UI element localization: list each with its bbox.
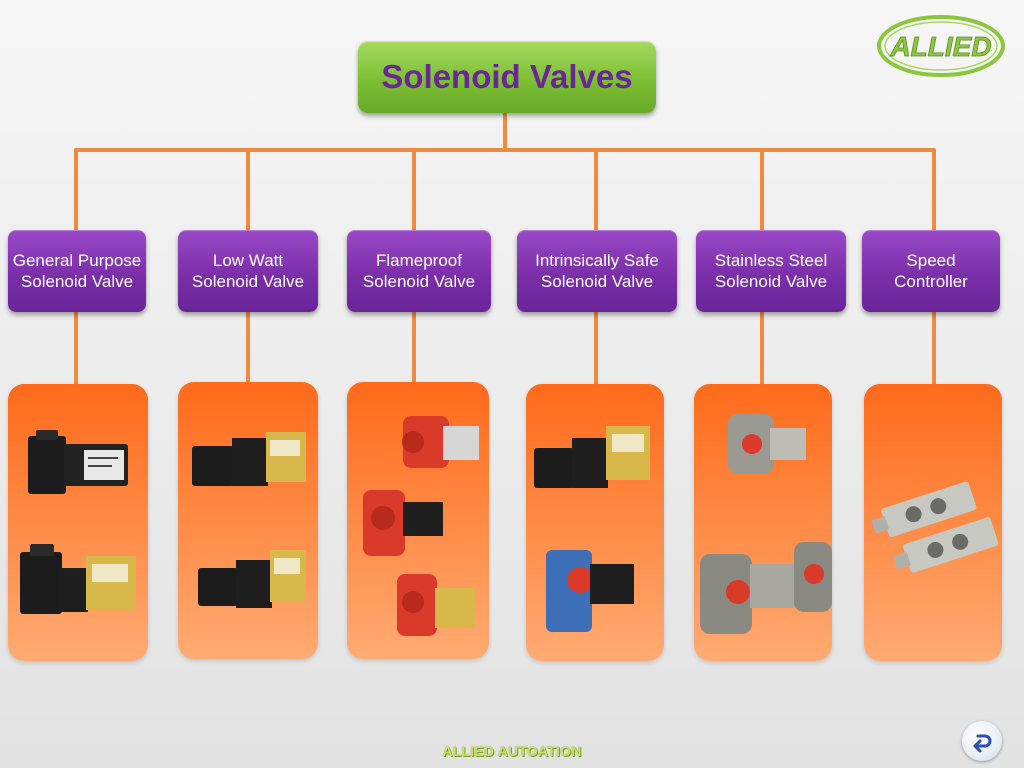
red-flameproof-valve-icon bbox=[402, 416, 479, 468]
footer-brand-text: ALLIED AUTOATION bbox=[442, 743, 582, 759]
category-stainless-steel[interactable]: Stainless Steel Solenoid Valve bbox=[696, 230, 846, 312]
black-yellow-valve-icon bbox=[198, 550, 306, 608]
category-label: General Purpose Solenoid Valve bbox=[12, 251, 142, 291]
category-label: Flameproof Solenoid Valve bbox=[362, 251, 476, 291]
root-node-solenoid-valves[interactable]: Solenoid Valves bbox=[358, 41, 656, 113]
category-label: Speed Controller bbox=[894, 251, 968, 291]
product-card-speed-controller[interactable] bbox=[864, 384, 1002, 661]
black-yellow-valve-icon bbox=[20, 544, 136, 614]
category-label: Stainless Steel Solenoid Valve bbox=[714, 251, 828, 291]
category-label: Intrinsically Safe Solenoid Valve bbox=[535, 251, 659, 291]
category-label: Low Watt Solenoid Valve bbox=[191, 251, 305, 291]
category-general-purpose[interactable]: General Purpose Solenoid Valve bbox=[8, 230, 146, 312]
black-yellow-valve-icon bbox=[192, 432, 306, 486]
root-node-label: Solenoid Valves bbox=[381, 58, 633, 95]
back-button[interactable] bbox=[962, 721, 1002, 761]
product-card-general-purpose[interactable] bbox=[8, 384, 148, 661]
category-intrinsically-safe[interactable]: Intrinsically Safe Solenoid Valve bbox=[517, 230, 677, 312]
allied-logo: ALLIED bbox=[877, 15, 1005, 77]
product-images bbox=[871, 481, 999, 573]
product-images bbox=[20, 430, 136, 614]
category-flameproof[interactable]: Flameproof Solenoid Valve bbox=[347, 230, 491, 312]
black-yellow-valve-icon bbox=[534, 426, 650, 488]
red-flameproof-valve-icon bbox=[363, 490, 443, 556]
category-low-watt[interactable]: Low Watt Solenoid Valve bbox=[178, 230, 318, 312]
product-images bbox=[192, 432, 306, 608]
product-card-low-watt[interactable] bbox=[178, 382, 318, 659]
steel-valve-icon bbox=[700, 542, 832, 634]
product-card-intrinsically-safe[interactable] bbox=[526, 384, 664, 661]
product-images bbox=[534, 426, 650, 632]
product-card-flameproof[interactable] bbox=[347, 382, 489, 659]
back-arrow-icon bbox=[973, 734, 992, 753]
steel-valve-icon bbox=[728, 414, 806, 474]
speed-controller-icon bbox=[871, 481, 999, 573]
product-images bbox=[700, 414, 832, 634]
blue-valve-icon bbox=[546, 550, 634, 632]
logo-text: ALLIED bbox=[889, 31, 991, 62]
black-solenoid-coil-icon bbox=[28, 430, 128, 494]
product-images bbox=[363, 416, 479, 636]
category-speed-controller[interactable]: Speed Controller bbox=[862, 230, 1000, 312]
product-card-stainless-steel[interactable] bbox=[694, 384, 832, 661]
red-flameproof-valve-icon bbox=[397, 574, 475, 636]
